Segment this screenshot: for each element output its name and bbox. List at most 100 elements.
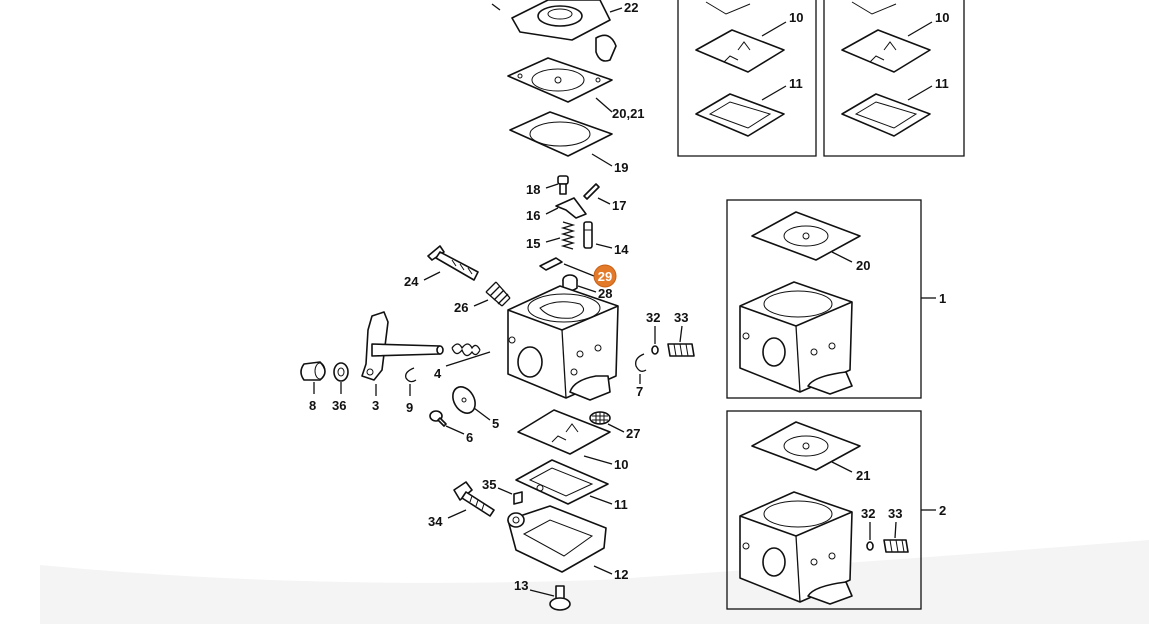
inset-a-box (677, 0, 817, 157)
part-17-pin[interactable] (583, 183, 600, 200)
part-5-throttle-valve[interactable] (448, 383, 479, 417)
label-19: 19 (614, 160, 628, 175)
inset-a-label-10: 10 (789, 10, 803, 25)
part-14-inlet-needle[interactable] (583, 221, 593, 249)
leader-35 (497, 487, 513, 495)
label-28: 28 (598, 286, 612, 301)
label-10: 10 (614, 457, 628, 472)
label-22: 22 (624, 0, 638, 15)
label-9: 9 (406, 400, 413, 415)
part-15-spring[interactable] (560, 221, 576, 250)
part-4-spring[interactable] (451, 343, 481, 357)
inset-2-label-21: 21 (856, 468, 870, 483)
part-32-washer[interactable] (651, 345, 659, 355)
inset-1-leader-20 (831, 251, 853, 263)
leader-15 (545, 237, 561, 243)
label-16: 16 (526, 208, 540, 223)
label-36: 36 (332, 398, 346, 413)
leader-29 (563, 263, 595, 277)
inset-b-leader-11 (907, 85, 933, 101)
part-8-nut[interactable] (300, 361, 326, 381)
part-24-screw[interactable] (427, 245, 479, 281)
part-16-lever[interactable] (555, 197, 587, 219)
label-3: 3 (372, 398, 379, 413)
label-18: 18 (526, 182, 540, 197)
part-29-pin[interactable] (539, 257, 563, 271)
leader-33 (679, 325, 683, 343)
part-33-screw[interactable] (667, 343, 695, 357)
leader-17 (597, 197, 611, 205)
leader-19 (591, 153, 613, 167)
part-36-washer[interactable] (333, 362, 349, 382)
leader-10 (583, 455, 613, 465)
part-22-pump-cover[interactable] (491, 0, 617, 62)
inset-2-leader-33 (894, 521, 897, 539)
label-17: 17 (612, 198, 626, 213)
label-32: 32 (646, 310, 660, 325)
label-12: 12 (614, 567, 628, 582)
leader-27 (607, 423, 625, 433)
inset-2-box (726, 410, 922, 610)
part-6-screw[interactable] (429, 410, 447, 427)
label-5: 5 (492, 416, 499, 431)
part-3-throttle-shaft[interactable] (361, 311, 444, 381)
leader-20-21 (595, 97, 613, 113)
inset-1-box (726, 199, 922, 399)
part-7-circlip[interactable] (635, 353, 647, 372)
label-6: 6 (466, 430, 473, 445)
inset-2-label-33: 33 (888, 506, 902, 521)
inset-2-label-32: 32 (861, 506, 875, 521)
leader-34 (447, 509, 467, 519)
label-13: 13 (514, 578, 528, 593)
label-33: 33 (674, 310, 688, 325)
part-18-screw[interactable] (557, 175, 569, 195)
carburetor-body[interactable] (507, 285, 619, 401)
inset-b-label-10: 10 (935, 10, 949, 25)
part-27-screen[interactable] (589, 411, 611, 425)
part-11-gasket[interactable] (515, 459, 609, 505)
part-35-pin[interactable] (513, 491, 523, 505)
part-19-gasket[interactable] (509, 111, 613, 157)
part-9-clip[interactable] (405, 367, 417, 383)
highlight-29-badge[interactable]: 29 (593, 264, 617, 288)
label-26: 26 (454, 300, 468, 315)
label-8: 8 (309, 398, 316, 413)
leader-5 (473, 407, 491, 421)
leader-18 (545, 183, 559, 189)
part-13-screw[interactable] (549, 585, 571, 611)
inset-1-ref-label: 1 (939, 291, 946, 306)
inset-2-leader-21 (831, 461, 853, 473)
leader-22 (609, 7, 623, 13)
label-29: 29 (598, 269, 612, 284)
inset-a-leader-10 (761, 21, 787, 37)
leader-12 (593, 565, 613, 575)
label-27: 27 (626, 426, 640, 441)
leader-16 (545, 207, 559, 215)
inset-1-label-20: 20 (856, 258, 870, 273)
leader-6 (445, 425, 465, 435)
inset-a-leader-11 (761, 85, 787, 101)
label-20-21: 20,21 (612, 106, 645, 121)
part-34-main-screw[interactable] (453, 481, 495, 517)
leader-26 (473, 299, 489, 307)
part-20-21-diaphragm[interactable] (507, 57, 613, 103)
label-24: 24 (404, 274, 419, 289)
inset-b-label-11: 11 (935, 76, 949, 91)
leader-13 (529, 589, 555, 597)
part-12-end-cover[interactable] (507, 505, 607, 573)
part-26-spring[interactable] (485, 281, 511, 307)
inset-a-label-11: 11 (789, 76, 803, 91)
leader-14 (595, 243, 613, 249)
label-11: 11 (614, 497, 628, 512)
label-14: 14 (614, 242, 629, 257)
label-4: 4 (434, 366, 442, 381)
label-15: 15 (526, 236, 540, 251)
label-34: 34 (428, 514, 443, 529)
label-7: 7 (636, 384, 643, 399)
inset-b-box (823, 0, 965, 157)
inset-2-ref-label: 2 (939, 503, 946, 518)
part-10-diaphragm[interactable] (517, 409, 611, 455)
leader-28 (577, 285, 597, 293)
leader-11 (589, 495, 613, 505)
